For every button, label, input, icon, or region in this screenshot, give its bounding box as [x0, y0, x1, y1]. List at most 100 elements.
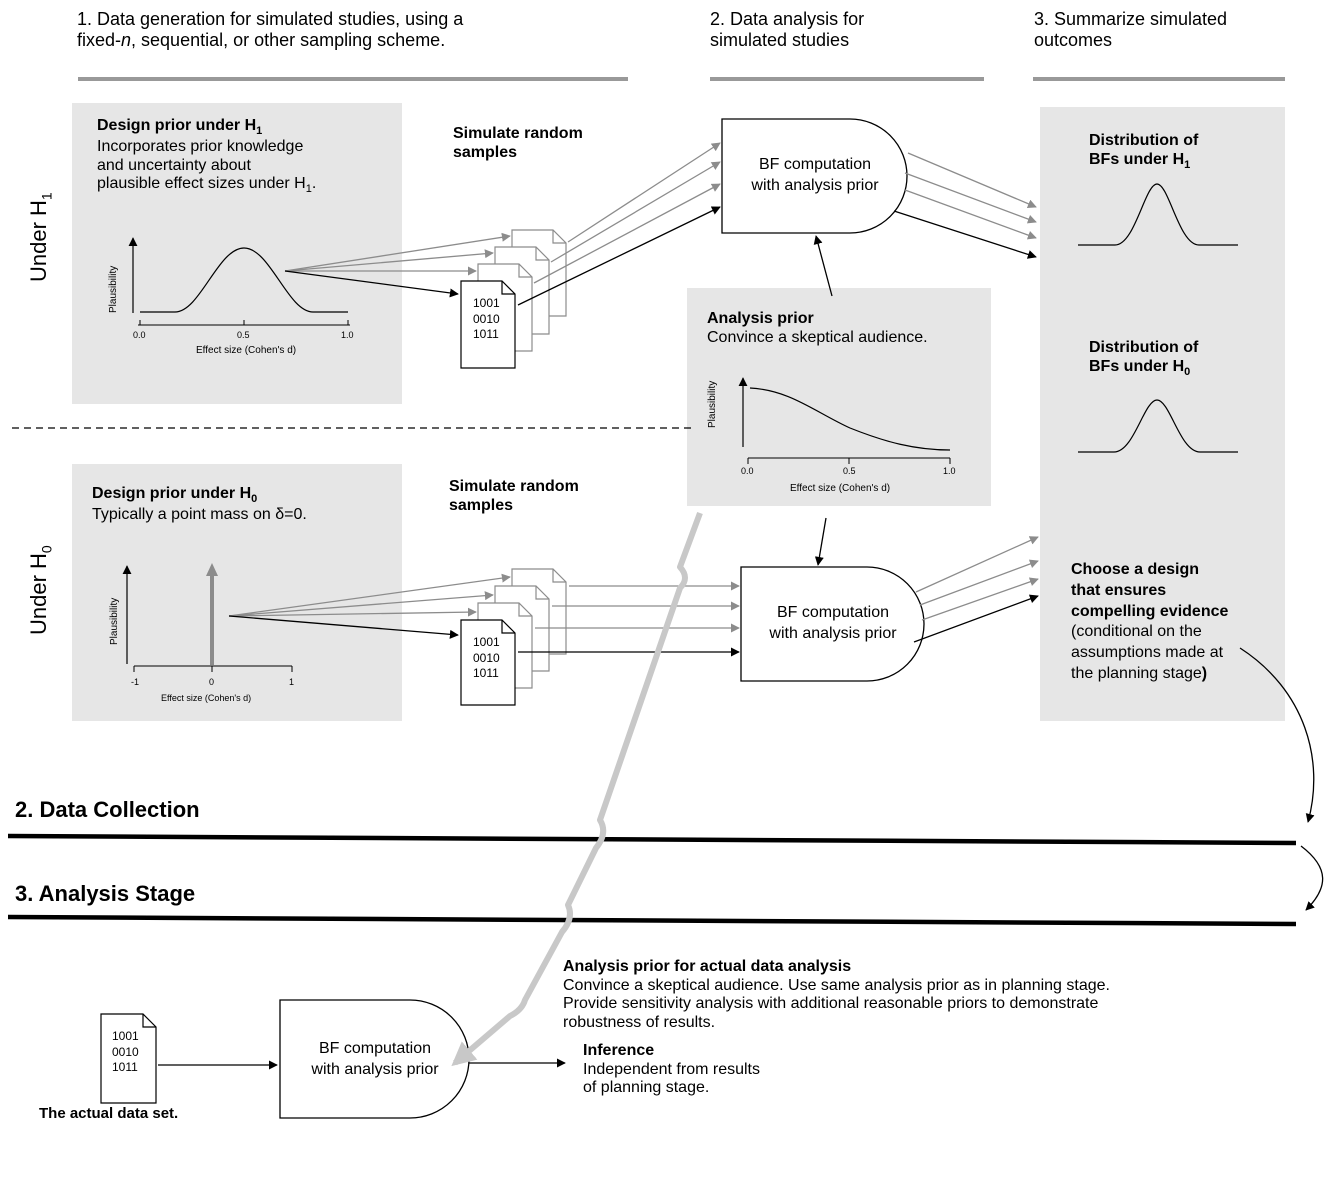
simulate-h1-line2: samples — [453, 143, 518, 161]
actual-dataset-bits-2: 0010 — [112, 1044, 139, 1059]
inference-line1: Independent from results — [583, 1060, 760, 1078]
analysis-prior-carryover-path — [451, 511, 703, 1067]
design-prior-h0-xlabel: Effect size (Cohen's d) — [161, 693, 252, 703]
inference-text: Inference Independent from results of pl… — [583, 1042, 760, 1098]
column-header-generation-line2: fixed-n, sequential, or other sampling s… — [77, 30, 446, 51]
design-prior-h0-tick-1: -1 — [131, 677, 140, 687]
design-prior-h1-desc-1: Incorporates prior knowledge — [97, 138, 304, 156]
bf-box-actual-line1: BF computation — [318, 1040, 432, 1057]
bf-distribution-h1-curve — [1078, 183, 1238, 246]
bf-box-h0-line1: BF computation — [776, 604, 890, 621]
design-prior-h1-tick-1: 0.0 — [133, 330, 146, 340]
bf-box-h1-line1: BF computation — [758, 156, 872, 173]
stage-data-collection: 2. Data Collection — [15, 797, 200, 822]
sample-h0-bits-1: 1001 — [473, 635, 500, 649]
bf-distribution-h1-label: Distribution of BFs under H1 — [1089, 132, 1198, 172]
analysis-prior-ylabel: Plausibility — [707, 380, 718, 428]
bf-distribution-h1-line1: Distribution of — [1089, 132, 1199, 149]
stage-analysis: 3. Analysis Stage — [15, 881, 196, 906]
simulate-h1-label: Simulate random samples — [453, 125, 583, 162]
actual-analysis-prior-line1: Convince a skeptical audience. Use same … — [563, 976, 1110, 994]
bf-box-actual-label: BF computation with analysis prior — [283, 1039, 467, 1081]
analysis-prior-tick-2: 0.5 — [843, 466, 856, 476]
design-prior-h1-tick-2: 0.5 — [237, 330, 250, 340]
simulate-h0-line2: samples — [449, 496, 514, 514]
sample-stack-h1 — [460, 229, 567, 369]
bf-box-h1 — [721, 118, 908, 234]
column-header-analysis-line1: 2. Data analysis for — [710, 9, 865, 29]
bf-distribution-h0-line2: BFs under H0 — [1089, 357, 1191, 378]
choose-design-line3: compelling evidence — [1071, 602, 1229, 620]
sample-stack-h0 — [460, 568, 567, 706]
design-prior-h0-text: Design prior under H0 Typically a point … — [92, 485, 307, 525]
design-prior-h1-text: Design prior under H1 Incorporates prior… — [97, 117, 316, 197]
sample-h0-bits-3: 1011 — [473, 666, 499, 681]
column-header-summary: 3. Summarize simulated outcomes — [1034, 9, 1227, 51]
bf-box-h0-line2: with analysis prior — [769, 624, 897, 642]
design-prior-h1-plot — [128, 237, 350, 326]
column-header-summary-line1: 3. Summarize simulated — [1034, 9, 1228, 29]
inference-line2: of planning stage. — [583, 1079, 710, 1097]
choose-design-cond1: (conditional on the — [1071, 623, 1202, 641]
analysis-prior-panel — [687, 288, 991, 506]
bf-box-h1-label: BF computation with analysis prior — [724, 155, 906, 197]
analysis-prior-xlabel: Effect size (Cohen's d) — [790, 483, 891, 494]
bf-box-actual-line2: with analysis prior — [311, 1060, 439, 1078]
design-prior-h1-title: Design prior under H1 — [97, 117, 263, 138]
inference-title: Inference — [583, 1042, 655, 1059]
column-header-summary-line2: outcomes — [1034, 30, 1113, 51]
simulate-h0-label: Simulate random samples — [449, 478, 579, 515]
analysis-prior-tick-3: 1.0 — [943, 466, 956, 476]
design-prior-h0-title: Design prior under H0 — [92, 485, 258, 506]
sample-h0-bits: 1001 0010 1011 — [473, 635, 500, 682]
bf-box-h1-line2: with analysis prior — [751, 176, 879, 194]
design-prior-h1-desc-2: and uncertainty about — [97, 156, 251, 174]
sample-h1-bits: 1001 0010 1011 — [473, 296, 500, 343]
actual-analysis-prior-line2: Provide sensitivity analysis with additi… — [563, 995, 1099, 1013]
data-collection-rule — [7, 833, 1297, 846]
actual-analysis-prior-line3: robustness of results. — [563, 1014, 716, 1032]
actual-dataset-label: The actual data set. — [39, 1105, 179, 1122]
choose-design-text: Choose a design that ensures compelling … — [1071, 560, 1228, 685]
design-prior-h0-tick-3: 1 — [289, 677, 295, 687]
column-header-generation-line1: 1. Data generation for simulated studies… — [77, 9, 464, 29]
bf-box-h0 — [740, 566, 925, 682]
actual-analysis-prior-text: Analysis prior for actual data analysis … — [563, 958, 1110, 1033]
actual-dataset-bits-1: 1001 — [112, 1029, 139, 1043]
simulate-h0-line1: Simulate random — [449, 478, 579, 495]
analysis-prior-plot — [738, 377, 951, 464]
flow-arrow-to-analysis — [1300, 845, 1324, 911]
analysis-prior-text: Analysis prior Convince a skeptical audi… — [707, 310, 928, 347]
actual-dataset-doc — [100, 1013, 157, 1104]
design-prior-h1-tick-3: 1.0 — [341, 330, 354, 340]
bf-distribution-h0-label: Distribution of BFs under H0 — [1089, 339, 1198, 379]
actual-analysis-prior-title: Analysis prior for actual data analysis — [563, 958, 852, 975]
bf-distribution-h0-curve — [1078, 399, 1238, 453]
actual-dataset-bits: 1001 0010 1011 — [112, 1029, 139, 1076]
bf-distribution-h0-line1: Distribution of — [1089, 339, 1199, 356]
design-prior-h1-xlabel: Effect size (Cohen's d) — [196, 345, 297, 356]
analysis-prior-tick-1: 0.0 — [741, 466, 754, 476]
choose-design-cond2: assumptions made at — [1071, 644, 1224, 662]
flow-arrow-to-collection — [1239, 647, 1315, 823]
choose-design-line2: that ensures — [1071, 581, 1167, 599]
column-header-generation: 1. Data generation for simulated studies… — [77, 9, 463, 51]
sample-h1-bits-2: 0010 — [473, 311, 500, 326]
sample-h0-bits-2: 0010 — [473, 650, 500, 665]
simulate-h1-line1: Simulate random — [453, 125, 583, 142]
bf-box-h0-label: BF computation with analysis prior — [743, 603, 923, 645]
analysis-prior-title: Analysis prior — [707, 310, 814, 327]
design-prior-h1-ylabel: Plausibility — [108, 265, 119, 313]
column-header-analysis-line2: simulated studies — [710, 30, 850, 51]
bf-distribution-h1-line2: BFs under H1 — [1089, 150, 1191, 171]
design-prior-h0-plot — [122, 563, 293, 672]
choose-design-line1: Choose a design — [1071, 561, 1200, 578]
summary-panel — [1040, 107, 1285, 721]
sample-h1-bits-1: 1001 — [473, 296, 500, 310]
row-label-h0: Under H0 — [26, 545, 55, 635]
sample-h1-bits-3: 1011 — [473, 327, 499, 342]
design-prior-h0-ylabel: Plausibility — [109, 597, 120, 645]
design-prior-h1-desc-3: plausible effect sizes under H1. — [97, 175, 317, 196]
row-label-h1: Under H1 — [26, 192, 55, 282]
